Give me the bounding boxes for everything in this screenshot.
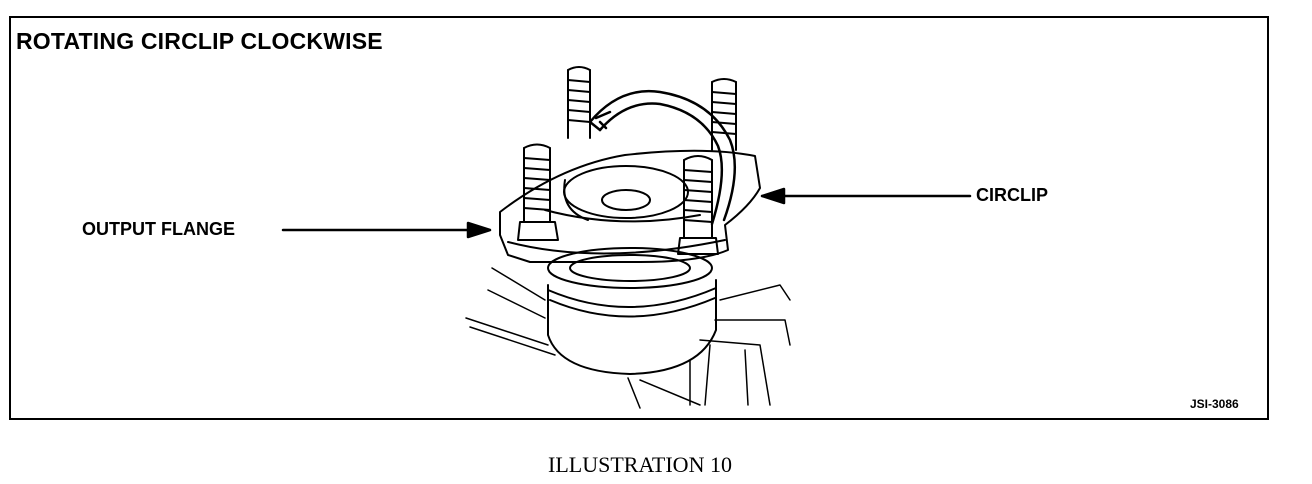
illustration-caption: ILLUSTRATION 10 <box>548 452 732 477</box>
bearing-housing <box>547 247 717 375</box>
circlip-label: CIRCLIP <box>976 185 1048 205</box>
circlip-drawing <box>588 89 737 226</box>
illustration-frame <box>9 16 1269 420</box>
housing-lines <box>465 267 791 409</box>
figure-code: JSI-3086 <box>1190 397 1239 411</box>
leader-arrows <box>281 187 972 239</box>
illustration-title: ROTATING CIRCLIP CLOCKWISE <box>16 28 383 54</box>
output-flange-arrowhead <box>466 221 492 239</box>
circlip-arrowhead <box>760 187 786 205</box>
output-flange-label: OUTPUT FLANGE <box>82 219 235 239</box>
output-flange-drawing <box>499 149 761 263</box>
